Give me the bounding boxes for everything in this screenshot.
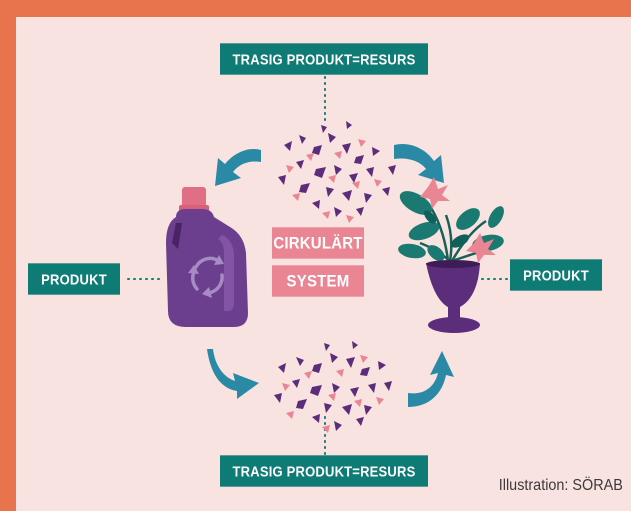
label-bottom: TRASIG PRODUKT=RESURS: [220, 455, 428, 487]
diagram-canvas: TRASIG PRODUKT=RESURS TRASIG PRODUKT=RES…: [16, 17, 631, 511]
dotted-connectors: [127, 76, 511, 456]
arrow-icon: [207, 349, 259, 399]
plastic-bottle-icon: [166, 187, 248, 327]
cycle-arrows: [207, 143, 454, 407]
potted-plant-icon: [398, 177, 504, 333]
label-top: TRASIG PRODUKT=RESURS: [220, 43, 428, 75]
illustration-credit: Illustration: SÖRAB: [498, 477, 623, 494]
recycle-icon: [188, 255, 224, 298]
arrow-icon: [215, 148, 261, 186]
fragments-icon: [278, 121, 396, 223]
center-label-line2: SYSTEM: [272, 265, 364, 297]
fragments-icon: [274, 341, 392, 433]
label-right: PRODUKT: [510, 259, 602, 291]
label-left: PRODUKT: [28, 263, 120, 295]
arrow-icon: [394, 143, 444, 183]
arrow-icon: [408, 351, 454, 407]
center-label-line1: CIRKULÄRT: [272, 227, 364, 259]
diagram-graphics: [127, 76, 511, 456]
